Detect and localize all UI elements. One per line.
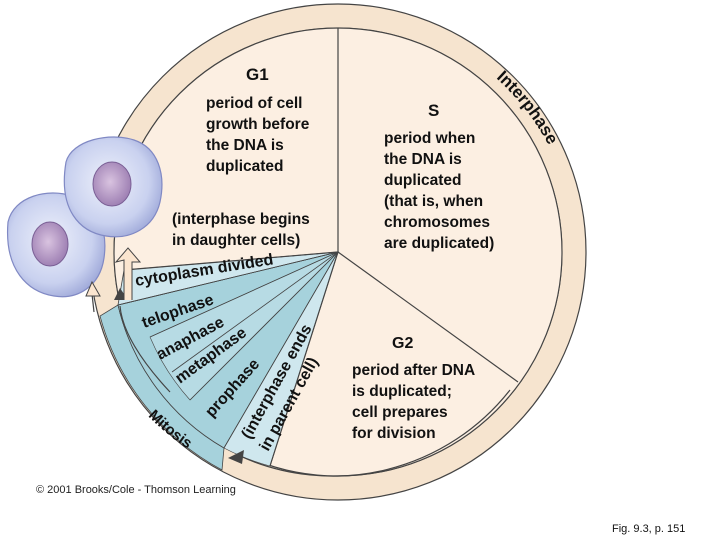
s-line-3: duplicated [384, 172, 462, 189]
daughter-cells-illustration [6, 136, 163, 298]
g1-title: G1 [246, 65, 269, 84]
g1-note-2: in daughter cells) [172, 232, 300, 249]
g1-line-1: period of cell [206, 95, 302, 112]
s-line-2: the DNA is [384, 151, 462, 168]
g2-line-3: cell prepares [352, 404, 448, 421]
g2-line-2: is duplicated; [352, 383, 452, 400]
s-line-5: chromosomes [384, 214, 490, 231]
g1-line-2: growth before [206, 116, 310, 133]
g2-section: G2 period after DNA is duplicated; cell … [352, 335, 475, 442]
g2-line-1: period after DNA [352, 362, 475, 379]
cycle-arrow-bottom [228, 389, 511, 477]
copyright-credit: © 2001 Brooks/Cole - Thomson Learning [36, 484, 236, 496]
g2-line-4: for division [352, 425, 436, 442]
g1-note-1: (interphase begins [172, 211, 310, 228]
division-arrows [85, 247, 171, 393]
s-title: S [428, 101, 439, 120]
s-line-6: are duplicated) [384, 235, 494, 252]
g1-line-4: duplicated [206, 158, 284, 175]
g1-section: G1 period of cell growth before the DNA … [172, 65, 310, 249]
g1-line-3: the DNA is [206, 137, 284, 154]
g2-title: G2 [392, 335, 413, 352]
s-section: S period when the DNA is duplicated (tha… [384, 101, 494, 252]
s-line-4: (that is, when [384, 193, 483, 210]
figure-reference: Fig. 9.3, p. 151 [612, 523, 686, 535]
s-line-1: period when [384, 130, 475, 147]
phase-dividers [123, 28, 519, 467]
